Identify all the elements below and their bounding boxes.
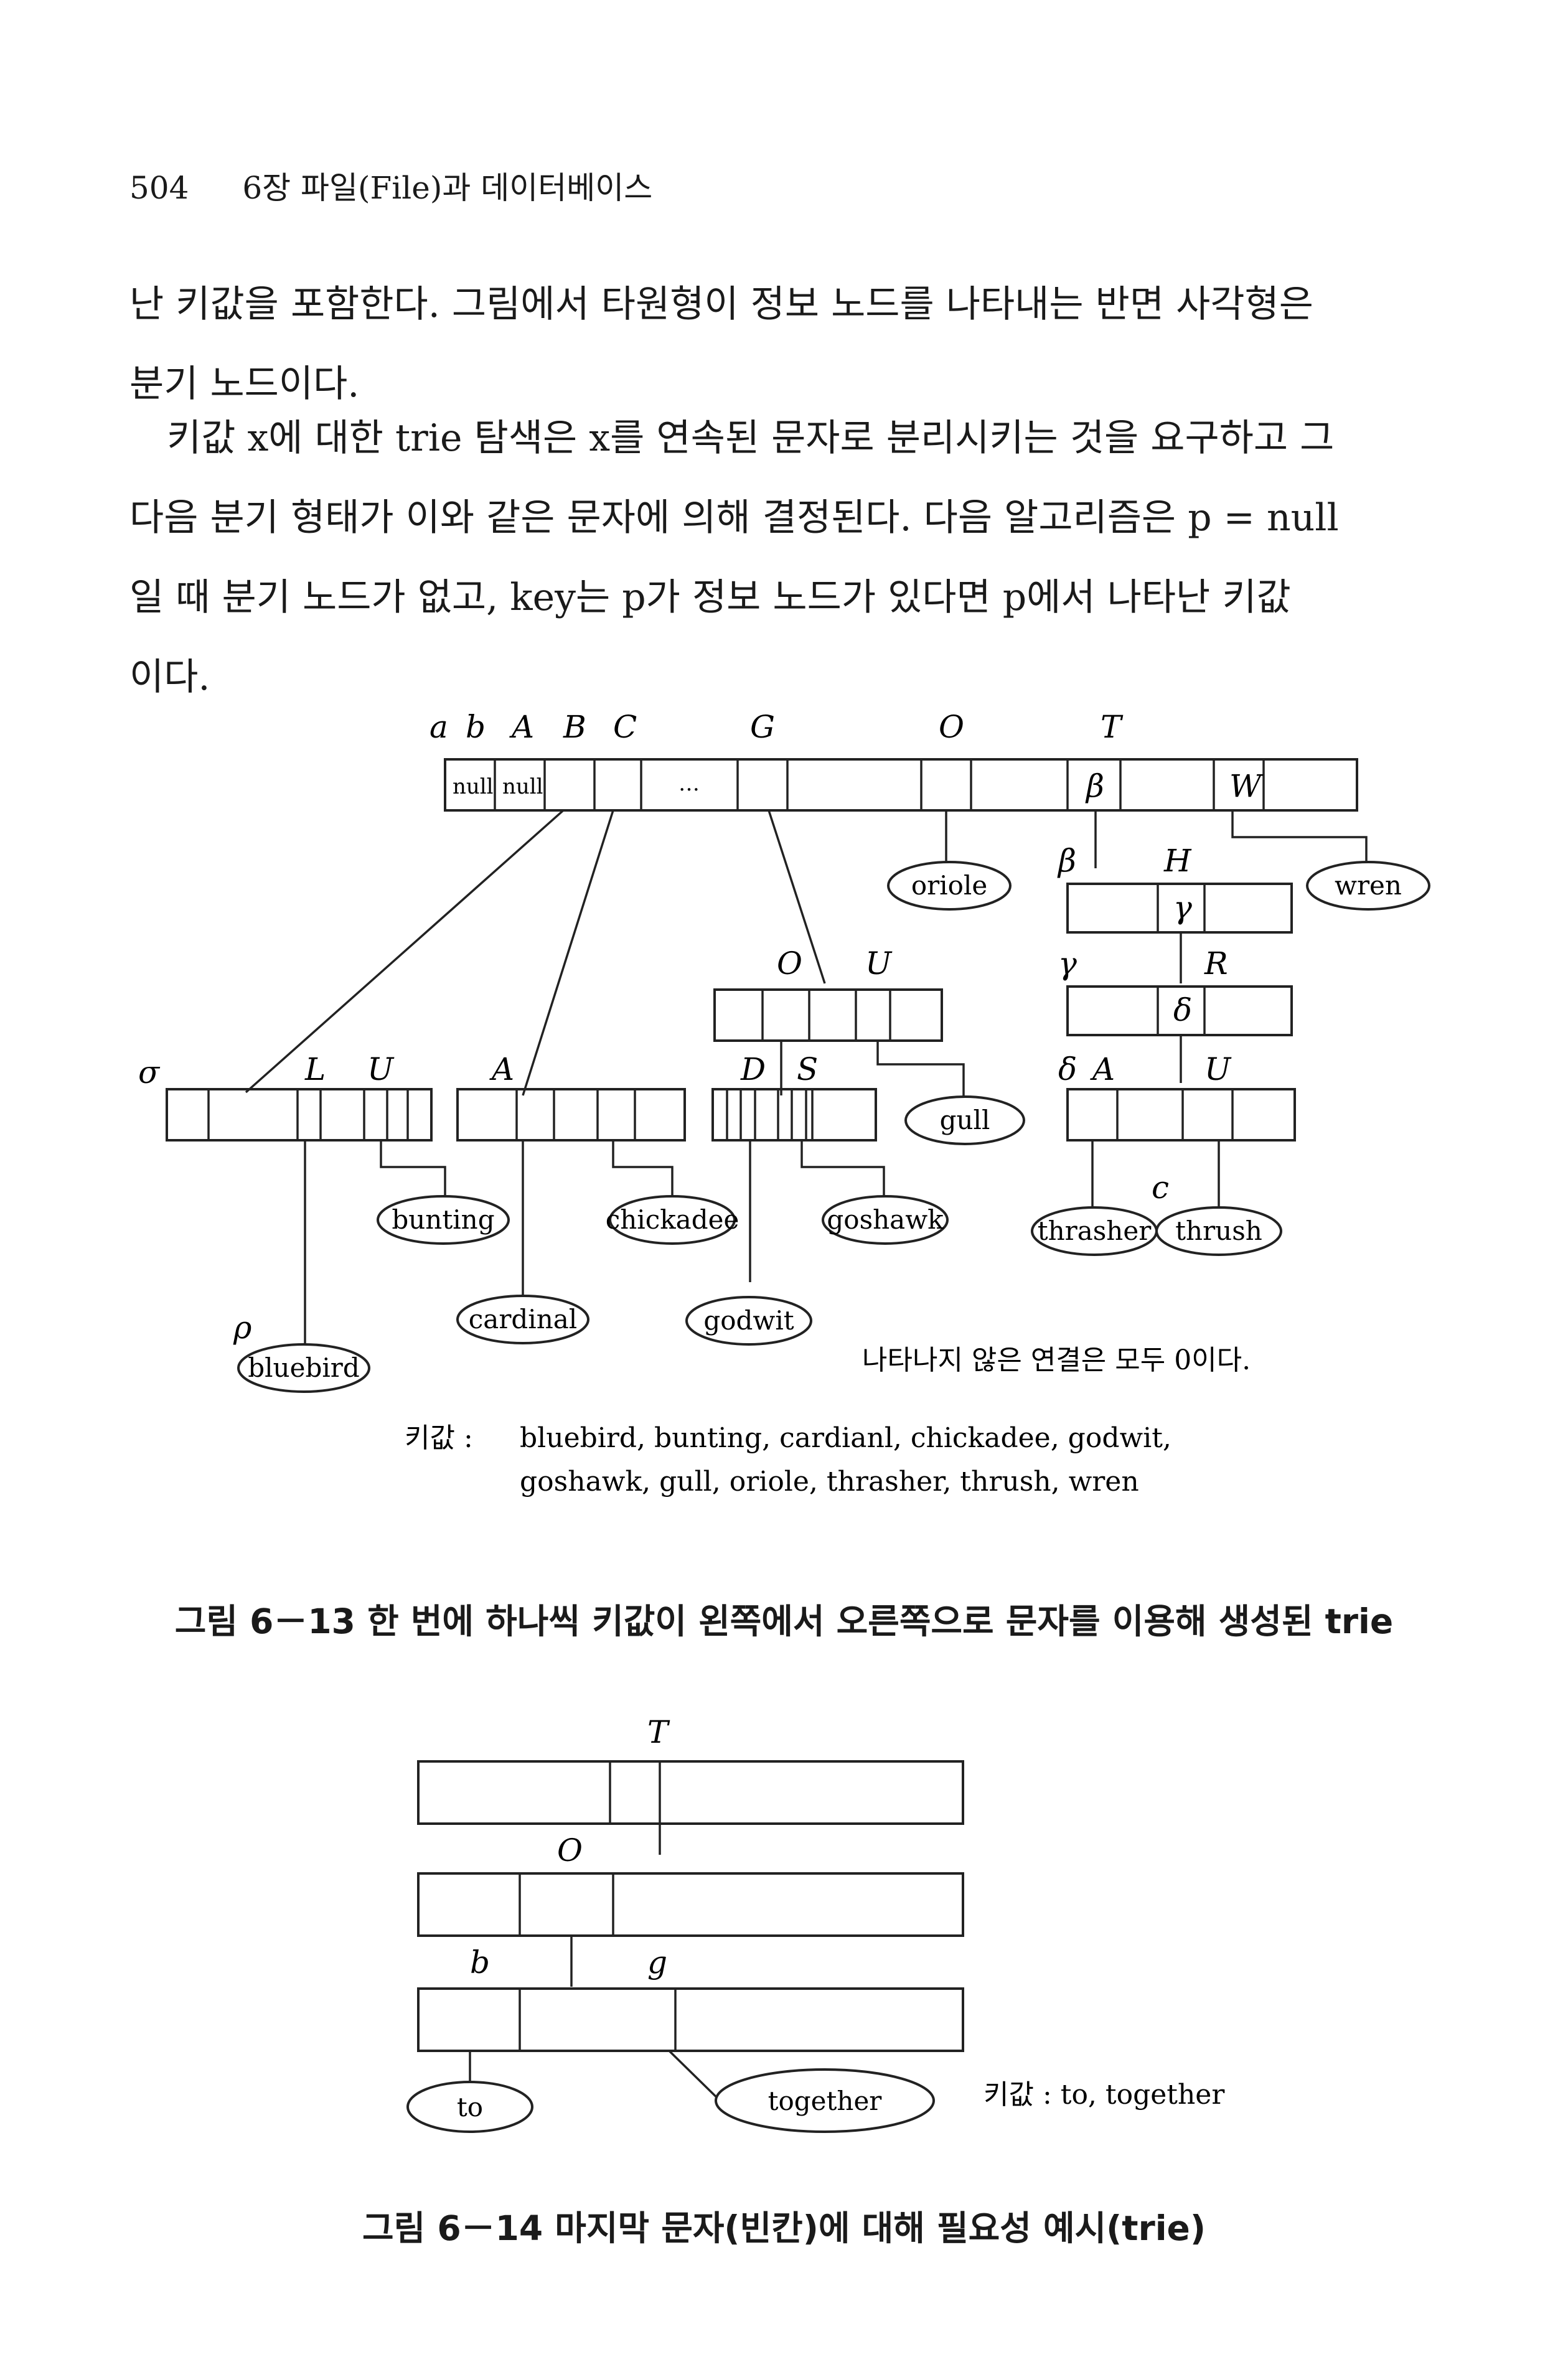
W-label: W [1229, 768, 1264, 804]
O-label: O [777, 945, 802, 982]
leaf-label: wren [1335, 870, 1402, 901]
leaf-chickadee [609, 1195, 736, 1245]
figure-note: 나타나지 않은 연결은 모두 0이다. [862, 1344, 1251, 1376]
leaf-label: thrush [1175, 1216, 1262, 1246]
label-B: B [563, 709, 586, 745]
leaf-to [406, 2081, 533, 2133]
null-cell: null [453, 774, 494, 799]
chapter-title: 6장 파일(File)과 데이터베이스 [242, 170, 653, 206]
delta-label: δ [1173, 992, 1192, 1028]
leaf-label: bluebird [248, 1352, 360, 1383]
T-node [417, 1872, 964, 1937]
U-label: U [367, 1051, 395, 1087]
keys-label: 키값 : to, together [984, 2079, 1225, 2111]
S-label: S [797, 1051, 818, 1087]
text-line: 키값 x에 대한 trie 탐색은 x를 연속된 문자로 분리시키는 것을 요구… [167, 416, 1335, 460]
figure-6-13-caption: 그림 6－13 한 번에 하나씩 키값이 왼쪽에서 오른쪽으로 문자를 이용해 … [174, 1601, 1394, 1641]
paragraph-1: 난 키값을 포함한다. 그림에서 타원형이 정보 노드를 나타내는 반면 사각형… [129, 265, 1449, 424]
leaf-wren [1306, 861, 1430, 911]
figure-6-14-caption: 그림 6－14 마지막 문자(빈칸)에 대해 필요성 예시(trie) [362, 2208, 1206, 2248]
text-line: 난 키값을 포함한다. 그림에서 타원형이 정보 노드를 나타내는 반면 사각형… [129, 283, 1313, 326]
label-C: C [613, 709, 637, 745]
b-label: b [470, 1944, 490, 1981]
gamma-node [1066, 985, 1293, 1036]
leaf-label: cardinal [469, 1304, 577, 1334]
G-node [713, 988, 943, 1042]
leaf-label: to [457, 2092, 483, 2122]
T-label: T [647, 1714, 670, 1750]
keys-label: 키값 : [405, 1422, 473, 1454]
leaf-label: gull [940, 1105, 990, 1135]
label-G: G [750, 709, 775, 745]
D-label: D [740, 1051, 766, 1087]
text-line: 분기 노드이다. [129, 362, 360, 406]
label-O: O [939, 709, 964, 745]
root-node [417, 1760, 964, 1825]
root-node: null null … β W [444, 758, 1358, 812]
text-line: 다음 분기 형태가 이와 같은 문자에 의해 결정된다. 다음 알고리즘은 p … [129, 496, 1339, 540]
L-label: L [304, 1051, 326, 1087]
delta-label: δ [1058, 1051, 1077, 1087]
B-node [166, 1088, 433, 1141]
trie-figure-6-13: a b A B C G O T null null … β W oriole w… [138, 709, 1430, 1498]
label-a: a [430, 709, 448, 745]
H-label: H [1163, 843, 1192, 879]
label-b: b [466, 709, 486, 745]
page-header: 504 6장 파일(File)과 데이터베이스 [129, 163, 652, 208]
leaf-bunting [377, 1195, 510, 1245]
gamma-label: γ [1058, 945, 1077, 982]
leaf-label: bunting [392, 1204, 494, 1235]
keys-line-2: goshawk, gull, oriole, thrasher, thrush,… [520, 1466, 1139, 1498]
leaf-cardinal [456, 1295, 589, 1344]
beta-label: β [1057, 843, 1076, 879]
label-T: T [1101, 709, 1124, 745]
R-label: R [1204, 945, 1228, 982]
GO-node [711, 1088, 877, 1141]
leaf-label: godwit [703, 1305, 794, 1336]
U-label: U [1204, 1051, 1232, 1087]
A-label: A [489, 1051, 514, 1087]
leaf-thrush [1155, 1206, 1282, 1256]
A-label: A [1090, 1051, 1115, 1087]
root-box [444, 758, 1358, 812]
leaf-label: thrasher [1038, 1216, 1152, 1246]
O-node [417, 1987, 964, 2052]
paragraph-2: 키값 x에 대한 trie 탐색은 x를 연속된 문자로 분리시키는 것을 요구… [129, 398, 1449, 717]
sigma-label: σ [138, 1054, 161, 1090]
page-number: 504 [129, 170, 189, 206]
leaf-gull [904, 1095, 1025, 1145]
leaf-goshawk [822, 1195, 949, 1245]
leaf-label: goshawk [827, 1204, 944, 1235]
leaf-oriole [887, 861, 1012, 911]
trie-figure-6-14: T O b g to together 키값 : to, together [406, 1714, 1225, 2133]
c-label: c [1152, 1170, 1169, 1206]
leaf-bluebird [237, 1343, 370, 1393]
C-node [456, 1088, 686, 1141]
leaf-godwit [685, 1296, 812, 1346]
root-labels: a b A B C G O T [430, 709, 1124, 745]
leaf-label: chickadee [606, 1204, 739, 1235]
beta-label: β [1085, 768, 1104, 804]
ellipsis: … [678, 771, 700, 796]
rho-label: ρ [233, 1310, 252, 1346]
label-A: A [509, 709, 534, 745]
U-label: U [865, 945, 893, 982]
delta-node [1066, 1088, 1296, 1141]
text-line: 일 때 분기 노드가 없고, key는 p가 정보 노드가 있다면 p에서 나타… [129, 576, 1291, 619]
keys-line-1: bluebird, bunting, cardianl, chickadee, … [520, 1422, 1171, 1454]
leaf-label: together [768, 2086, 883, 2116]
null-cell: null [502, 774, 543, 799]
beta-node [1066, 883, 1293, 934]
text-line: 이다. [129, 655, 210, 699]
leaf-label: oriole [911, 870, 987, 901]
leaf-together [715, 2068, 935, 2133]
O-label: O [557, 1832, 583, 1868]
gamma-label: γ [1173, 889, 1192, 926]
g-label: g [647, 1944, 667, 1981]
